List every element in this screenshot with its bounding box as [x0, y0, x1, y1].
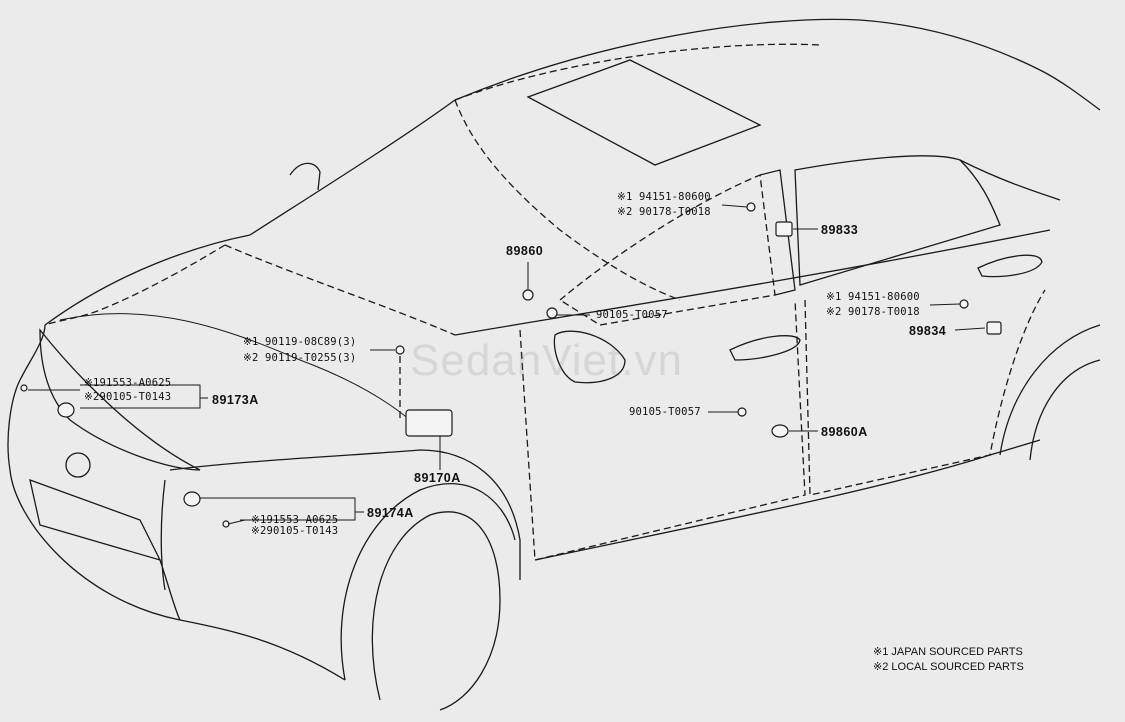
label-89834: 89834 — [909, 324, 947, 338]
label-door-fwd-local: ※2 90178-T0018 — [617, 206, 711, 218]
leader-89174A-clip — [227, 519, 246, 525]
roof-outline — [454, 18, 1041, 101]
label-89833: 89833 — [821, 223, 859, 237]
rear-door-handle — [977, 254, 1043, 278]
front-tire — [371, 511, 501, 711]
leader-door-fwd — [721, 204, 748, 208]
clip-89173A — [20, 384, 28, 392]
sensor-89834 — [986, 321, 1002, 335]
mirror-stalk — [289, 162, 321, 191]
label-89860: 89860 — [506, 244, 544, 258]
label-front-b-local: ※290105-T0143 — [251, 525, 339, 537]
watermark: SedanViet.vn — [410, 336, 683, 385]
front-bumper — [9, 469, 346, 681]
front-door-outline — [519, 299, 806, 561]
label-89170A: 89170A — [414, 471, 461, 485]
label-bolt-japan: ※1 90119-08C89(3) — [243, 336, 357, 348]
front-fender — [169, 449, 521, 580]
sensor-89173A — [57, 402, 75, 418]
a-pillar-outer — [249, 99, 456, 236]
bolt-89170A — [395, 345, 405, 355]
fog-lamp — [65, 452, 91, 478]
leader-door-rear — [929, 303, 961, 306]
headlamp — [39, 328, 201, 471]
hood-line — [44, 244, 226, 326]
legend-japan: ※1 JAPAN SOURCED PARTS — [873, 646, 1023, 658]
bumper-lower — [7, 324, 46, 471]
side-mirror — [553, 330, 626, 384]
label-bolt-local: ※2 90119-T0255(3) — [243, 352, 357, 364]
sensor-89860A — [771, 424, 789, 438]
sunroof — [526, 59, 762, 166]
leader-89834 — [954, 327, 986, 331]
label-89860A: 89860A — [821, 425, 868, 439]
c-pillar — [959, 159, 1061, 201]
grille — [29, 478, 162, 562]
bumper-corner — [159, 479, 181, 621]
roof-right-edge — [1039, 69, 1101, 111]
leader-89174A-box — [200, 497, 364, 521]
bolt-89833 — [746, 202, 756, 212]
sensor-89833 — [775, 221, 793, 237]
sensor-89174A — [183, 491, 201, 507]
windshield-base — [224, 244, 456, 336]
sill — [534, 439, 1041, 561]
label-nut-b: 90105-T0057 — [629, 406, 701, 418]
rear-tire — [1029, 359, 1101, 461]
front-door-handle — [729, 335, 801, 361]
label-nut-a: 90105-T0057 — [596, 309, 668, 321]
a-pillar — [454, 99, 681, 301]
legend-local: ※2 LOCAL SOURCED PARTS — [873, 661, 1024, 673]
label-front-a-japan: ※191553-A0625 — [84, 377, 172, 389]
rear-door-outline — [804, 289, 1046, 496]
sensor-89860 — [522, 289, 534, 301]
label-door-rear-japan: ※1 94151-80600 — [826, 291, 920, 303]
windshield-top — [454, 43, 821, 101]
rear-window — [794, 155, 1001, 286]
front-window — [558, 174, 776, 326]
label-door-rear-local: ※2 90178-T0018 — [826, 306, 920, 318]
rear-wheel-arch — [999, 324, 1101, 456]
label-89173A: 89173A — [212, 393, 259, 407]
hood-shutline — [59, 313, 411, 421]
hood-top — [44, 234, 251, 326]
nut-89860A — [737, 407, 747, 417]
label-front-a-local: ※290105-T0143 — [84, 391, 172, 403]
label-89174A: 89174A — [367, 506, 414, 520]
nut-89860 — [546, 307, 558, 319]
label-door-fwd-japan: ※1 94151-80600 — [617, 191, 711, 203]
bolt-89834 — [959, 299, 969, 309]
beltline — [454, 229, 1051, 336]
ecu-89170A — [405, 409, 453, 437]
front-wheel-arch — [340, 483, 516, 681]
leader-89173A-box — [80, 384, 208, 409]
label-front-b-japan: ※191553-A0625 — [251, 514, 339, 526]
